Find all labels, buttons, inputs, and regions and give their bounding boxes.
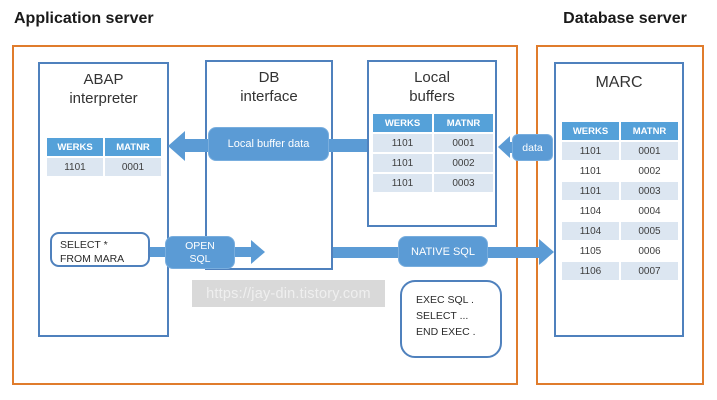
open-sql-arrow-stub bbox=[150, 247, 166, 257]
table-cell: 0006 bbox=[621, 242, 678, 260]
table-cell: MATNR bbox=[621, 122, 678, 140]
table-cell: 1101 bbox=[373, 134, 432, 152]
marc-label: MARC bbox=[595, 74, 643, 91]
open-sql-arrow-shaft bbox=[235, 247, 252, 257]
table-cell: 0002 bbox=[621, 162, 678, 180]
local-buffers-label: Local buffers bbox=[409, 69, 455, 105]
open-sql-arrow-label: OPEN SQL bbox=[165, 236, 235, 269]
table-cell: 1101 bbox=[562, 142, 619, 160]
table-cell: 0005 bbox=[621, 222, 678, 240]
table-cell: 1101 bbox=[562, 162, 619, 180]
data-arrow-label: data bbox=[512, 134, 553, 161]
application-server-title: Application server bbox=[14, 10, 154, 27]
table-cell: 0004 bbox=[621, 202, 678, 220]
native-sql-arrow-label: NATIVE SQL bbox=[398, 236, 488, 267]
table-cell: WERKS bbox=[562, 122, 619, 140]
table-cell: 0001 bbox=[621, 142, 678, 160]
table-cell: 1104 bbox=[562, 222, 619, 240]
exec-sql-statement-box: EXEC SQL . SELECT ... END EXEC . bbox=[400, 280, 502, 358]
table-cell: 1104 bbox=[562, 202, 619, 220]
table-cell: 0007 bbox=[621, 262, 678, 280]
table-cell: 1106 bbox=[562, 262, 619, 280]
table-cell: 1101 bbox=[373, 154, 432, 172]
table-cell: 0002 bbox=[434, 154, 493, 172]
left-arrowhead-icon bbox=[168, 131, 185, 161]
select-statement-box: SELECT * FROM MARA bbox=[50, 232, 150, 267]
table-cell: 0003 bbox=[434, 174, 493, 192]
table-cell: MATNR bbox=[105, 138, 161, 156]
table-cell: WERKS bbox=[47, 138, 103, 156]
table-cell: MATNR bbox=[434, 114, 493, 132]
table-cell: 1101 bbox=[373, 174, 432, 192]
db-interface-label: DB interface bbox=[240, 69, 298, 105]
table-cell: 1105 bbox=[562, 242, 619, 260]
table-cell: WERKS bbox=[373, 114, 432, 132]
database-server-title: Database server bbox=[563, 10, 687, 27]
table-cell: 0001 bbox=[434, 134, 493, 152]
left-arrowhead-icon bbox=[498, 136, 510, 158]
right-arrowhead-icon bbox=[539, 239, 554, 265]
local-buffer-data-arrow-label: Local buffer data bbox=[208, 127, 329, 161]
database-server-boundary bbox=[536, 45, 704, 385]
data-arrow-shaft bbox=[508, 142, 514, 153]
table-cell: 0001 bbox=[105, 158, 161, 176]
db-interface-box: DB interface bbox=[205, 60, 333, 270]
application-server-boundary bbox=[12, 45, 518, 385]
table-cell: 0003 bbox=[621, 182, 678, 200]
table-cell: 1101 bbox=[562, 182, 619, 200]
abap-interpreter-label: ABAP interpreter bbox=[69, 71, 138, 107]
table-cell: 1101 bbox=[47, 158, 103, 176]
watermark: https://jay-din.tistory.com bbox=[192, 280, 385, 307]
right-arrowhead-icon bbox=[251, 240, 265, 264]
